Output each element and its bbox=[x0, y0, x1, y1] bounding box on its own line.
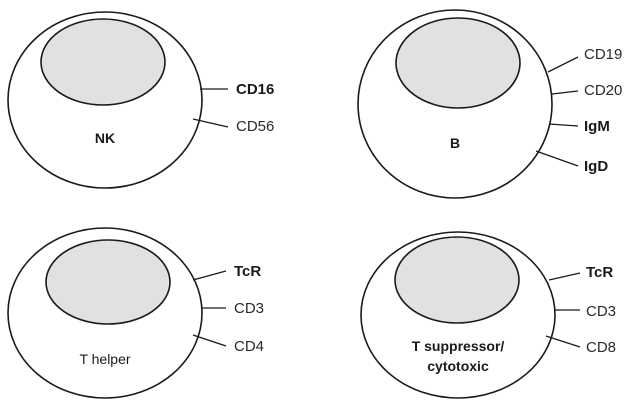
marker-label-cd20: CD20 bbox=[584, 82, 622, 99]
marker-leader-line bbox=[192, 118, 229, 128]
cell-label: cytotoxic bbox=[427, 358, 489, 374]
marker-label-tcr: TcR bbox=[586, 264, 613, 281]
cell-label: B bbox=[450, 135, 460, 151]
marker-leader-line bbox=[548, 272, 581, 281]
marker-label-cd3: CD3 bbox=[234, 300, 264, 317]
marker-label-igd: IgD bbox=[584, 158, 608, 175]
marker-leader-line bbox=[535, 150, 579, 167]
marker-label-cd4: CD4 bbox=[234, 338, 264, 355]
marker-label-tcr: TcR bbox=[234, 263, 261, 280]
cell-nucleus bbox=[40, 18, 166, 106]
cell-label: T helper bbox=[79, 351, 130, 367]
marker-leader-line bbox=[545, 335, 581, 348]
cell-nucleus bbox=[394, 236, 520, 324]
marker-label-cd16: CD16 bbox=[236, 81, 274, 98]
cell-label: T suppressor/ bbox=[412, 338, 505, 354]
marker-label-cd19: CD19 bbox=[584, 46, 622, 63]
marker-leader-line bbox=[548, 123, 579, 127]
marker-leader-line bbox=[192, 270, 227, 281]
marker-label-cd8: CD8 bbox=[586, 339, 616, 356]
cell-nucleus bbox=[395, 17, 521, 109]
marker-leader-line bbox=[192, 334, 227, 347]
cell-label: NK bbox=[95, 130, 115, 146]
cell-nucleus bbox=[45, 239, 171, 325]
marker-label-cd56: CD56 bbox=[236, 118, 274, 135]
marker-leader-line bbox=[547, 56, 579, 73]
marker-label-igm: IgM bbox=[584, 118, 610, 135]
marker-leader-line bbox=[551, 90, 579, 95]
marker-label-cd3: CD3 bbox=[586, 303, 616, 320]
